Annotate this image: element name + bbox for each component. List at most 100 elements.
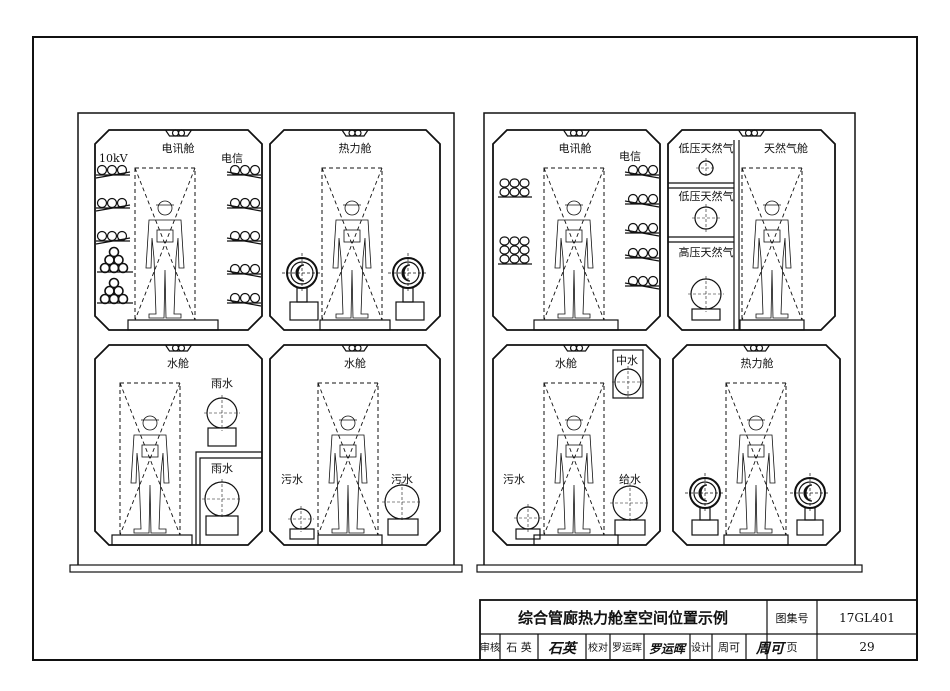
clearance-cross bbox=[543, 167, 605, 321]
cable-icon bbox=[509, 178, 520, 188]
sewage-label: 污水 bbox=[281, 473, 303, 486]
worker-figure-icon bbox=[145, 200, 185, 319]
panel-water-left bbox=[94, 344, 263, 546]
worker-figure-icon bbox=[752, 200, 792, 319]
worker-vest bbox=[156, 229, 174, 243]
worker-vest bbox=[141, 444, 159, 458]
lamp-bulb bbox=[575, 344, 584, 352]
chamber-wall bbox=[269, 344, 441, 546]
water-supply-label: 给水 bbox=[619, 473, 641, 486]
ceiling-lamp-icon bbox=[743, 344, 770, 352]
cable-icon bbox=[113, 285, 124, 297]
page-label: 页 bbox=[787, 641, 798, 654]
clearance-cross bbox=[741, 167, 803, 321]
panel-title: 电讯舱 bbox=[162, 141, 195, 155]
cable-icon bbox=[627, 247, 639, 259]
cable-icon bbox=[499, 254, 510, 264]
clearance-cross bbox=[725, 382, 787, 536]
cable-icon bbox=[106, 197, 118, 209]
left-section-base bbox=[69, 564, 463, 573]
worker-body bbox=[736, 434, 776, 534]
support-base bbox=[691, 519, 719, 536]
support-base bbox=[289, 528, 315, 540]
support-base bbox=[127, 319, 219, 331]
cable-icon bbox=[499, 178, 510, 188]
right-section-base bbox=[476, 564, 863, 573]
centerline bbox=[288, 506, 314, 532]
lamp-bulb bbox=[750, 129, 759, 137]
cable-icon bbox=[637, 164, 649, 176]
support-base bbox=[289, 301, 319, 321]
worker-figure-icon bbox=[736, 415, 776, 534]
cable-icon bbox=[239, 292, 251, 304]
cable-icon bbox=[249, 164, 261, 176]
left-section-frame bbox=[77, 112, 455, 565]
designer-name: 周可 bbox=[718, 641, 740, 654]
pipe-crescent bbox=[698, 484, 708, 502]
ceiling-lamp-icon bbox=[165, 344, 192, 352]
worker-head bbox=[157, 200, 173, 216]
cable-icon bbox=[499, 236, 510, 246]
cable-icon bbox=[113, 254, 124, 266]
worker-head bbox=[748, 415, 764, 431]
panel-water-b-left bbox=[269, 344, 441, 546]
worker-head bbox=[566, 415, 582, 431]
telecom-label: 电信 bbox=[619, 150, 641, 163]
worker-figure-icon bbox=[554, 415, 594, 534]
cable-icon bbox=[499, 245, 510, 255]
cable-icon bbox=[249, 230, 261, 242]
centerline bbox=[612, 366, 644, 398]
cable-icon bbox=[519, 236, 530, 246]
support-base bbox=[739, 319, 805, 331]
cable-icon bbox=[96, 164, 108, 176]
support-base bbox=[533, 319, 619, 331]
support-base bbox=[614, 519, 646, 536]
cable-icon bbox=[509, 254, 520, 264]
telecom-label: 电信 bbox=[221, 152, 243, 165]
ceiling-lamp-icon bbox=[738, 129, 765, 137]
cable-icon bbox=[239, 164, 251, 176]
centerline bbox=[282, 253, 322, 293]
cable-icon bbox=[499, 187, 510, 197]
partition bbox=[195, 451, 262, 545]
support-base bbox=[207, 427, 237, 447]
worker-vest bbox=[747, 444, 765, 458]
cable-icon bbox=[106, 230, 118, 242]
chamber-panels bbox=[94, 129, 841, 546]
reclaimed-water-label: 中水 bbox=[616, 354, 638, 367]
cable-icon bbox=[637, 222, 649, 234]
centerline bbox=[514, 504, 542, 532]
cable-icon bbox=[249, 197, 261, 209]
ceiling-lamp-icon bbox=[341, 129, 369, 137]
worker-figure-icon bbox=[328, 415, 368, 534]
support-base bbox=[319, 319, 391, 331]
cable-icon bbox=[627, 164, 639, 176]
high-pressure-gas-label: 高压天然气 bbox=[679, 245, 734, 259]
pipe-crescent bbox=[401, 264, 411, 282]
clearance-cross bbox=[119, 382, 181, 536]
worker-body bbox=[145, 219, 185, 319]
low-pressure-gas-label: 低压天然气 bbox=[679, 141, 734, 155]
worker-vest bbox=[565, 229, 583, 243]
support-base bbox=[515, 528, 541, 540]
cable-icon bbox=[519, 178, 530, 188]
cable-icon bbox=[116, 230, 128, 242]
cable-icon bbox=[637, 247, 649, 259]
centerline bbox=[382, 482, 422, 522]
centerline bbox=[202, 479, 242, 519]
check-label: 校对 bbox=[588, 641, 608, 654]
centerline bbox=[610, 483, 650, 523]
worker-head bbox=[142, 415, 158, 431]
panel-heat-left bbox=[269, 129, 441, 331]
centerline bbox=[388, 253, 428, 293]
chamber-wall bbox=[672, 344, 841, 546]
support-base bbox=[691, 308, 721, 321]
reviewer-signature: 石英 bbox=[548, 640, 578, 657]
clearance-cross bbox=[543, 382, 605, 536]
support-base bbox=[205, 515, 239, 536]
cable-icon bbox=[108, 277, 120, 289]
panel-title: 水舱 bbox=[555, 356, 577, 370]
ceiling-lamp-icon bbox=[563, 129, 590, 137]
cable-icon bbox=[249, 292, 261, 304]
